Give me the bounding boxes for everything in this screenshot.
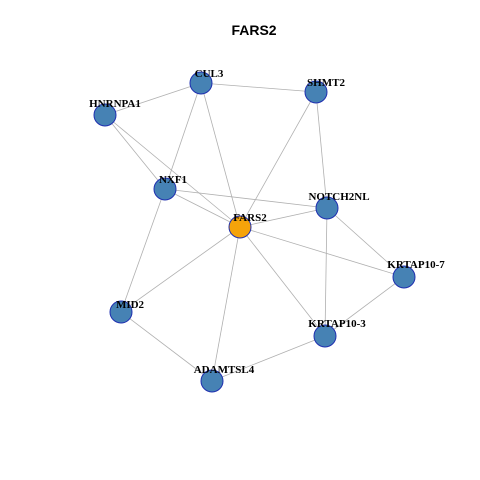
node-label-adamtsl4: ADAMTSL4 xyxy=(194,364,255,376)
edge-cul3-fars2 xyxy=(200,82,241,228)
edge-fars2-mid2 xyxy=(120,226,241,313)
node-circle-hnrnpa1[interactable] xyxy=(93,103,117,127)
node-circle-fars2[interactable] xyxy=(228,215,252,239)
node-krtap10-3[interactable]: KRTAP10-3 xyxy=(308,318,366,348)
node-circle-adamtsl4[interactable] xyxy=(200,369,224,393)
edge-nxf1-mid2 xyxy=(120,188,166,313)
node-notch2nl[interactable]: NOTCH2NL xyxy=(308,191,370,220)
node-label-hnrnpa1: HNRNPA1 xyxy=(89,98,141,110)
node-circle-notch2nl[interactable] xyxy=(315,196,339,220)
node-label-krtap10-3: KRTAP10-3 xyxy=(308,318,366,330)
node-label-krtap10-7: KRTAP10-7 xyxy=(387,259,445,271)
node-label-mid2: MID2 xyxy=(116,299,145,311)
edge-fars2-krtap10-7 xyxy=(239,226,405,278)
edge-nxf1-fars2 xyxy=(164,188,241,228)
node-circle-cul3[interactable] xyxy=(189,71,213,95)
node-krtap10-7[interactable]: KRTAP10-7 xyxy=(387,259,445,289)
edge-nxf1-notch2nl xyxy=(164,188,328,209)
edges-layer xyxy=(104,82,405,382)
edge-cul3-hnrnpa1 xyxy=(104,82,202,116)
edge-krtap10-3-adamtsl4 xyxy=(211,335,326,382)
edge-shmt2-fars2 xyxy=(239,91,317,228)
node-mid2[interactable]: MID2 xyxy=(109,299,145,324)
node-cul3[interactable]: CUL3 xyxy=(189,68,224,95)
edge-fars2-krtap10-3 xyxy=(239,226,326,337)
edge-shmt2-notch2nl xyxy=(315,91,328,209)
edge-cul3-nxf1 xyxy=(164,82,202,190)
node-nxf1[interactable]: NXF1 xyxy=(153,174,187,201)
node-label-fars2: FARS2 xyxy=(233,212,267,224)
edge-hnrnpa1-fars2 xyxy=(104,114,241,228)
node-circle-krtap10-3[interactable] xyxy=(313,324,337,348)
node-label-cul3: CUL3 xyxy=(195,68,224,80)
edge-cul3-shmt2 xyxy=(200,82,317,93)
edge-notch2nl-krtap10-7 xyxy=(326,207,405,278)
node-circle-krtap10-7[interactable] xyxy=(392,265,416,289)
edge-notch2nl-krtap10-3 xyxy=(324,207,328,337)
edge-mid2-adamtsl4 xyxy=(120,311,213,382)
node-circle-nxf1[interactable] xyxy=(153,177,177,201)
node-label-nxf1: NXF1 xyxy=(159,174,187,186)
node-label-shmt2: SHMT2 xyxy=(307,77,345,89)
node-label-notch2nl: NOTCH2NL xyxy=(308,191,369,203)
edge-hnrnpa1-nxf1 xyxy=(104,114,166,190)
node-circle-mid2[interactable] xyxy=(109,300,133,324)
node-shmt2[interactable]: SHMT2 xyxy=(304,77,345,104)
node-circle-shmt2[interactable] xyxy=(304,80,328,104)
diagram-title: FARS2 xyxy=(231,22,276,38)
edge-notch2nl-fars2 xyxy=(239,207,328,228)
node-hnrnpa1[interactable]: HNRNPA1 xyxy=(89,98,141,127)
edge-krtap10-7-krtap10-3 xyxy=(324,276,405,337)
node-fars2[interactable]: FARS2 xyxy=(228,212,267,239)
edge-fars2-adamtsl4 xyxy=(211,226,241,382)
node-adamtsl4[interactable]: ADAMTSL4 xyxy=(194,364,255,393)
